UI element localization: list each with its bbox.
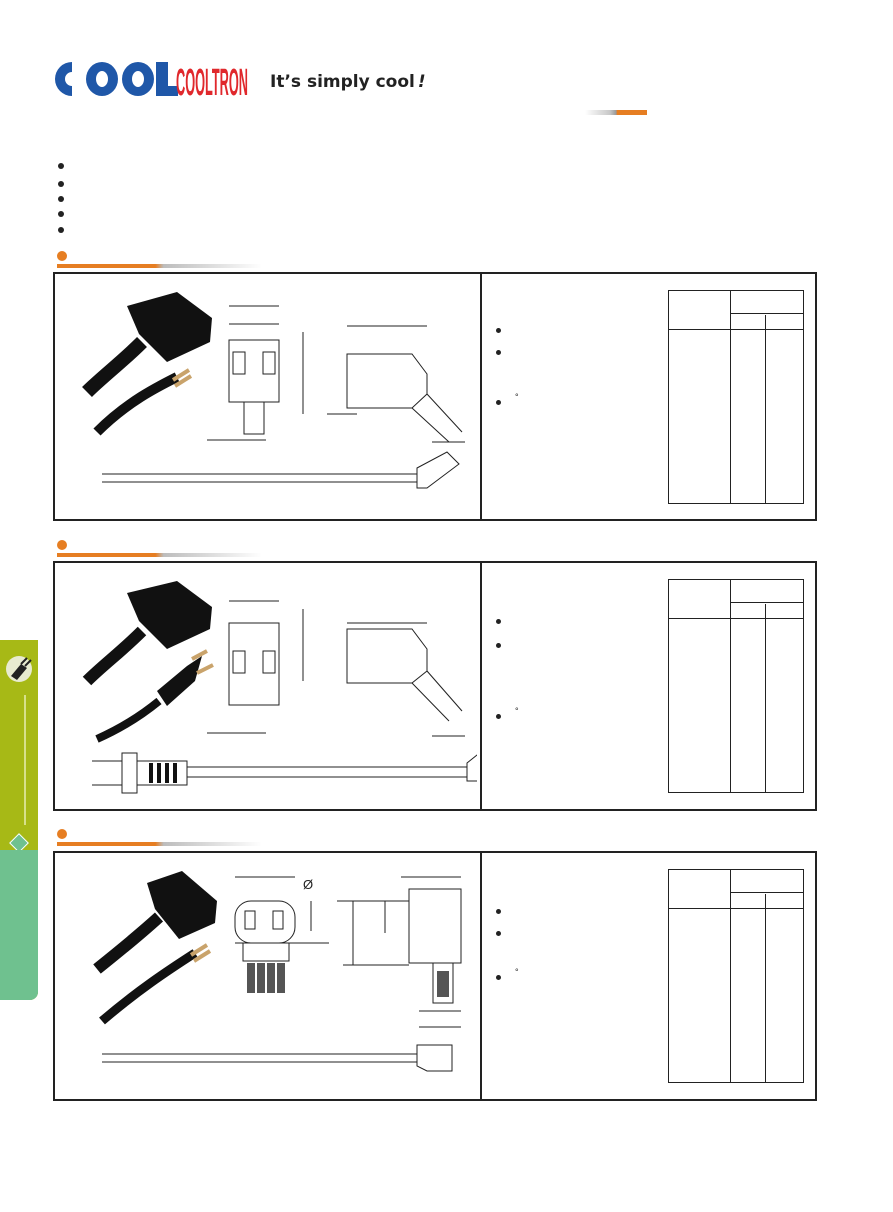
connector-head-icon xyxy=(127,292,212,362)
connector-head-icon xyxy=(127,581,212,649)
degree-mark: ° xyxy=(515,967,519,977)
side-tab-green xyxy=(0,850,38,1000)
spec-bullet xyxy=(496,619,501,624)
diameter-symbol: Ø xyxy=(303,877,313,892)
header-accent-bar xyxy=(585,110,647,115)
connector-drawing xyxy=(82,292,465,489)
side-tab-line xyxy=(24,695,26,825)
section-1-panel: ° xyxy=(53,272,817,521)
panel-divider xyxy=(480,563,482,809)
side-tab xyxy=(0,640,38,1000)
cable-icon xyxy=(93,912,164,974)
degree-mark: ° xyxy=(515,392,519,402)
plug-icon xyxy=(157,656,202,706)
spec-bullet xyxy=(496,909,501,914)
spec-bullet xyxy=(496,643,501,648)
panel-divider xyxy=(480,274,482,519)
connector-head-icon xyxy=(147,871,217,939)
cable-icon xyxy=(82,337,147,397)
spec-bullet xyxy=(496,714,501,719)
logo-text: COOLTRON xyxy=(176,62,248,100)
spec-bullet xyxy=(496,400,501,405)
cooltron-logo: COOLTRON xyxy=(55,62,248,100)
section-1-dot xyxy=(57,251,67,261)
spec-table xyxy=(668,290,804,504)
section-3-panel: Ø ° xyxy=(53,851,817,1101)
cable-icon xyxy=(82,626,147,686)
power-cord-icon xyxy=(6,656,32,682)
degree-mark: ° xyxy=(515,706,519,716)
spec-bullet xyxy=(496,350,501,355)
list-bullet xyxy=(58,211,64,217)
section-2-rule xyxy=(57,553,262,557)
spec-table xyxy=(668,869,804,1083)
spec-table xyxy=(668,579,804,793)
list-bullet xyxy=(58,227,64,233)
tagline-mark: ! xyxy=(417,72,426,92)
section-2-panel: ° xyxy=(53,561,817,811)
section-3-dot xyxy=(57,829,67,839)
list-bullet xyxy=(58,181,64,187)
section-2-dot xyxy=(57,540,67,550)
tagline-text: It’s simply cool xyxy=(270,72,415,92)
spec-bullet xyxy=(496,975,501,980)
tagline: It’s simply cool! xyxy=(270,72,426,92)
section-1-rule xyxy=(57,264,262,268)
spec-bullet xyxy=(496,931,501,936)
panel-divider xyxy=(480,853,482,1099)
list-bullet xyxy=(58,196,64,202)
spec-bullet xyxy=(496,328,501,333)
connector-drawing xyxy=(82,581,477,794)
connector-drawing: Ø xyxy=(93,871,462,1072)
section-3-rule xyxy=(57,842,262,846)
list-bullet xyxy=(58,163,64,169)
